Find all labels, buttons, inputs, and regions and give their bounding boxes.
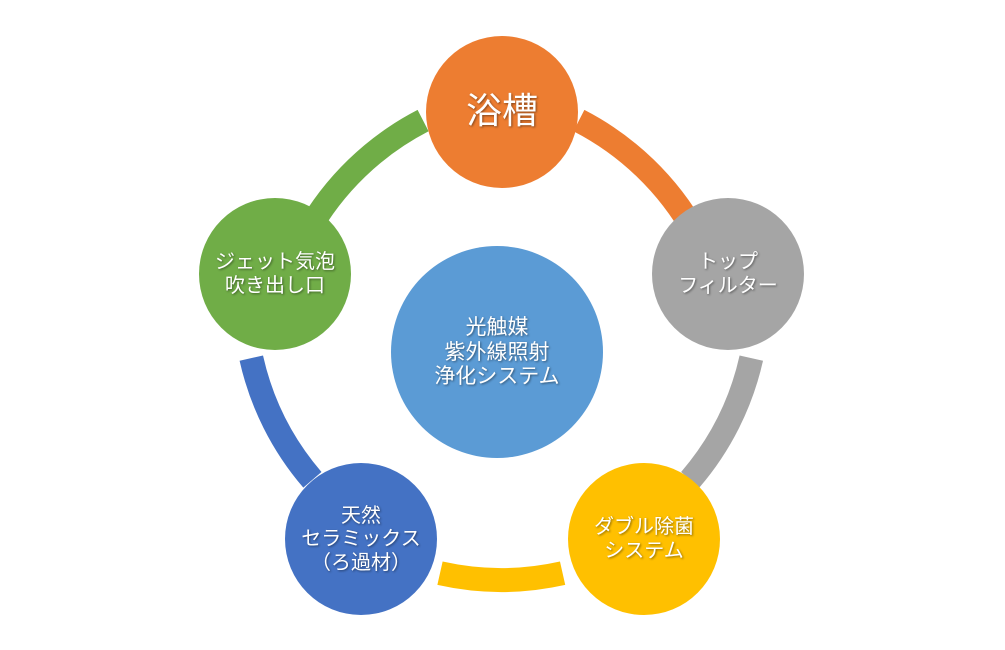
center-line-1: 光触媒 [465,314,529,339]
node-top-filter: トップ フィルター [652,198,804,350]
node-jet-outlet-line-2: 吹き出し口 [225,273,325,297]
node-natural-ceramics-line-2: セラミックス [301,526,421,551]
node-top-filter-line-2: フィルター [678,273,778,297]
node-natural-ceramics-line-1: 天然 [341,502,381,527]
arc-right-to-bright [681,355,764,488]
center-node: 光触媒 紫外線照射 浄化システム [391,246,603,458]
node-double-sterilization-line-1: ダブル除菌 [594,514,694,539]
node-bathtub-label: 浴槽 [465,90,538,132]
node-top-filter-line-1: トップ [698,249,758,274]
center-line-2: 紫外線照射 [444,339,550,364]
node-double-sterilization-line-2: システム [604,538,684,562]
center-line-3: 浄化システム [434,364,560,389]
node-natural-ceramics-line-3: （ろ過材） [311,549,411,574]
node-jet-outlet: ジェット気泡 吹き出し口 [199,198,351,350]
node-natural-ceramics: 天然 セラミックス （ろ過材） [285,463,437,615]
node-bathtub: 浴槽 [426,36,578,188]
arc-bright-to-bleft [437,561,566,592]
arc-bleft-to-left [239,355,322,488]
node-jet-outlet-line-1: ジェット気泡 [215,249,335,274]
node-double-sterilization: ダブル除菌 システム [568,463,720,615]
